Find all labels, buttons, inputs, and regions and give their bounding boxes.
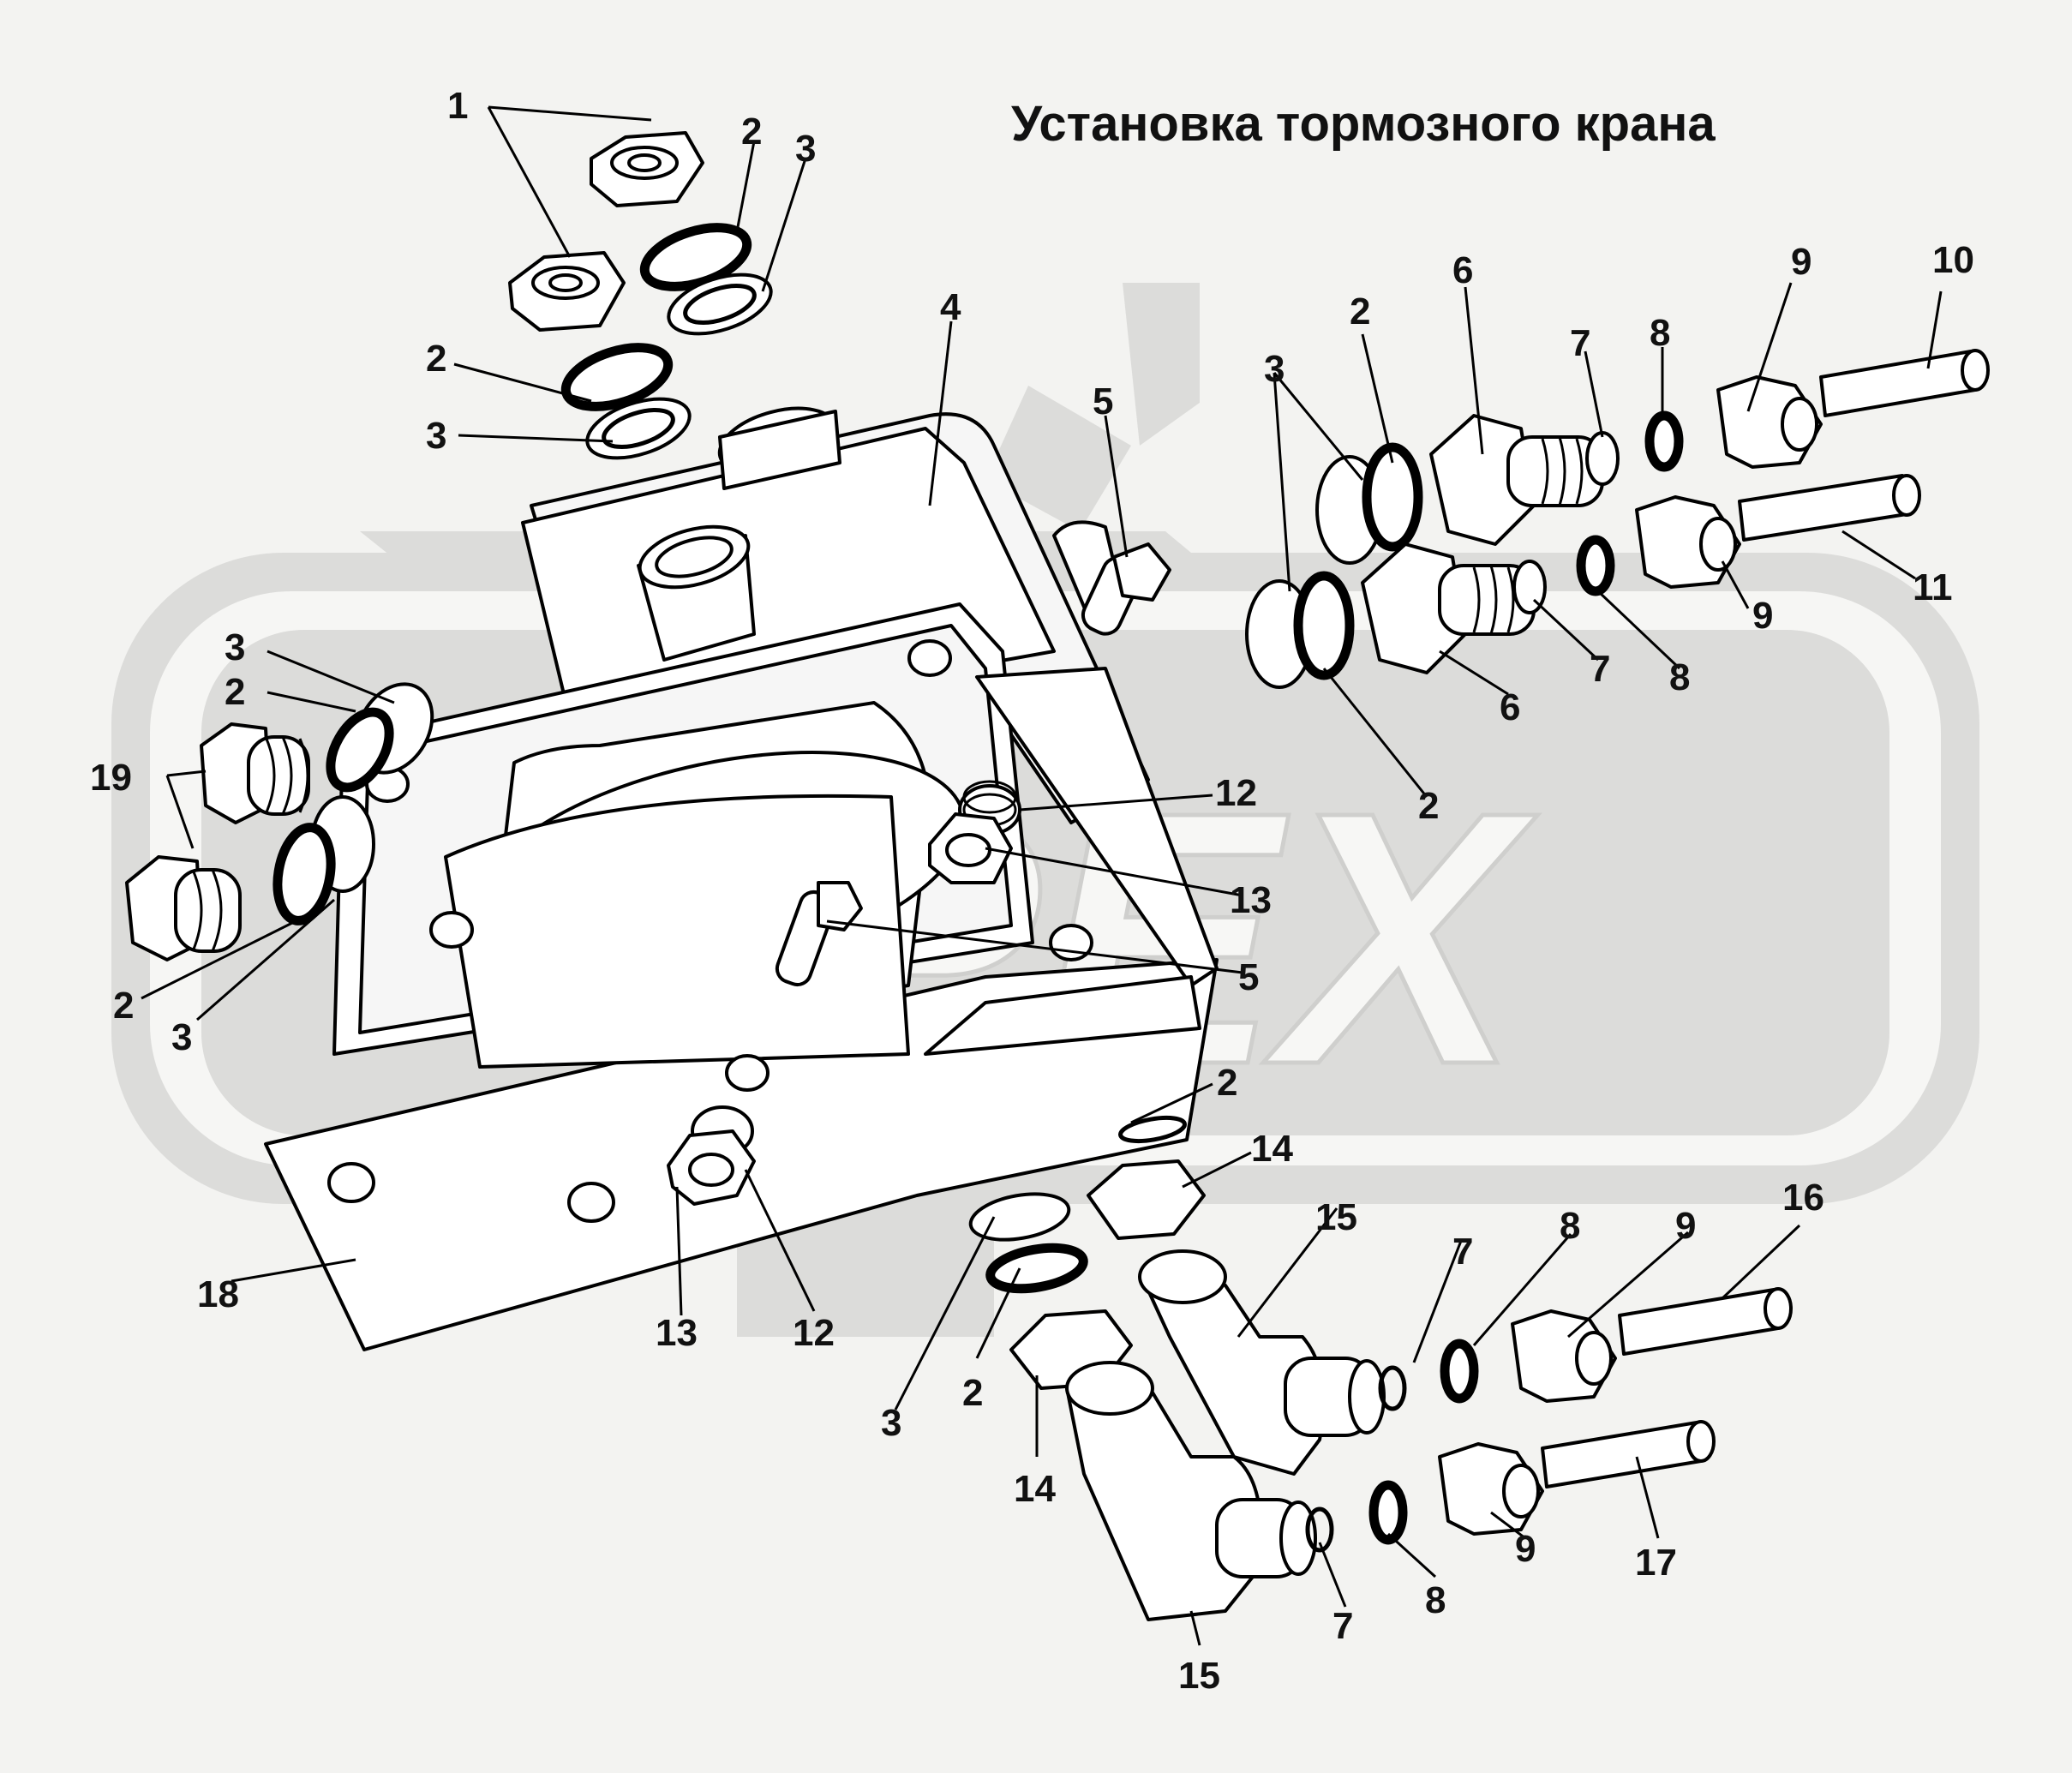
leader-lines <box>141 105 1943 1646</box>
mounting-bracket <box>264 602 1219 1351</box>
diagram-title: Установка тормозного крана <box>1011 96 1716 152</box>
callout-6: 6 <box>1452 249 1473 291</box>
callout-13: 13 <box>1230 879 1272 921</box>
callout-7: 7 <box>1452 1231 1473 1273</box>
ring-3-upper <box>667 273 773 336</box>
callout-2: 2 <box>1217 1062 1237 1104</box>
callout-3: 3 <box>795 128 816 170</box>
callout-5: 5 <box>1093 380 1113 422</box>
callout-8: 8 <box>1669 656 1690 698</box>
callout-2: 2 <box>225 671 245 713</box>
callout-2: 2 <box>426 338 446 380</box>
callout-14: 14 <box>1251 1128 1293 1170</box>
callout-12: 12 <box>793 1312 835 1354</box>
callout-9: 9 <box>1752 595 1773 637</box>
callout-16: 16 <box>1782 1177 1824 1219</box>
callout-13: 13 <box>656 1312 698 1354</box>
callout-8: 8 <box>1425 1579 1446 1621</box>
callout-9: 9 <box>1791 241 1812 283</box>
callout-3: 3 <box>171 1016 192 1058</box>
callout-9: 9 <box>1515 1528 1536 1570</box>
callout-2: 2 <box>1350 291 1370 332</box>
bottom-right-fittings <box>968 1115 1793 1621</box>
bolt-12-13-lower <box>667 1105 756 1206</box>
callout-numbers: 1 2 3 2 3 4 5 6 2 3 7 8 9 10 11 9 8 7 6 … <box>90 85 1974 1697</box>
callout-2: 2 <box>113 985 134 1027</box>
callout-2: 2 <box>741 111 762 153</box>
callout-7: 7 <box>1590 648 1610 690</box>
callout-2: 2 <box>962 1372 983 1414</box>
callout-12: 12 <box>1215 772 1257 814</box>
callout-9: 9 <box>1675 1205 1696 1247</box>
bolt-12-13-upper <box>928 780 1021 884</box>
callout-15: 15 <box>1315 1196 1357 1238</box>
callout-7: 7 <box>1332 1605 1353 1647</box>
callout-8: 8 <box>1650 312 1670 354</box>
callout-3: 3 <box>1264 348 1285 390</box>
callout-2: 2 <box>1418 785 1439 827</box>
callout-17: 17 <box>1635 1542 1677 1584</box>
ring-3-left <box>585 397 692 460</box>
callout-11: 11 <box>1913 566 1953 608</box>
callout-7: 7 <box>1570 322 1590 364</box>
callout-4: 4 <box>940 286 961 328</box>
callout-8: 8 <box>1560 1205 1580 1247</box>
right-upper-fittings <box>1245 349 1990 689</box>
top-fittings <box>508 131 773 460</box>
callout-18: 18 <box>197 1273 239 1315</box>
ring-2-l-top <box>326 707 394 793</box>
callout-10: 10 <box>1932 239 1974 281</box>
callout-15: 15 <box>1178 1655 1220 1697</box>
callout-3: 3 <box>426 415 446 457</box>
callout-3: 3 <box>225 626 245 668</box>
callout-3: 3 <box>881 1402 901 1444</box>
callout-14: 14 <box>1014 1468 1056 1510</box>
callout-6: 6 <box>1500 686 1520 728</box>
left-plugs <box>125 682 434 961</box>
nut-1-upper <box>590 131 704 207</box>
callout-1: 1 <box>447 85 468 127</box>
callout-19: 19 <box>90 757 132 799</box>
callout-5: 5 <box>1238 956 1259 998</box>
nut-1-lower <box>508 251 626 332</box>
